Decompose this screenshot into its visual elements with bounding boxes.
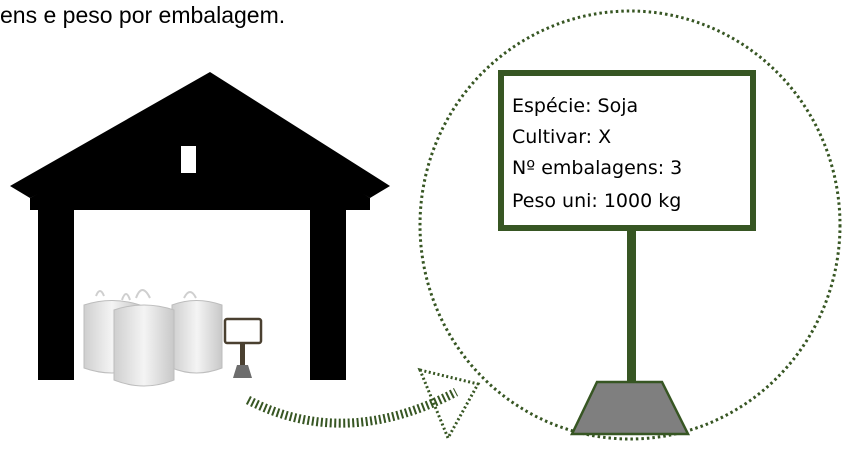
sign-line-weight: Peso uni: 1000 kg (512, 190, 681, 212)
small-sign-icon (223, 317, 263, 378)
dotted-arrow (245, 367, 481, 442)
sign-line-cultivar: Cultivar: X (512, 126, 611, 148)
sign-post (627, 228, 636, 386)
warehouse-left-wall (38, 200, 74, 380)
warehouse-roof (10, 72, 390, 198)
warehouse-icon (10, 72, 390, 380)
large-sign: Espécie: Soja Cultivar: X Nº embalagens:… (498, 70, 756, 436)
warehouse-right-wall (310, 200, 346, 380)
seed-bags-image (83, 289, 223, 387)
sign-base (570, 380, 691, 436)
warehouse-window (181, 146, 196, 173)
sign-board (498, 70, 756, 231)
warehouse-gable (30, 96, 370, 210)
sign-line-packages: Nº embalagens: 3 (512, 157, 682, 179)
caption-text: ens e peso por embalagem. (0, 2, 286, 28)
sign-line-species: Espécie: Soja (512, 95, 638, 117)
zoom-dotted-circle (418, 9, 842, 441)
